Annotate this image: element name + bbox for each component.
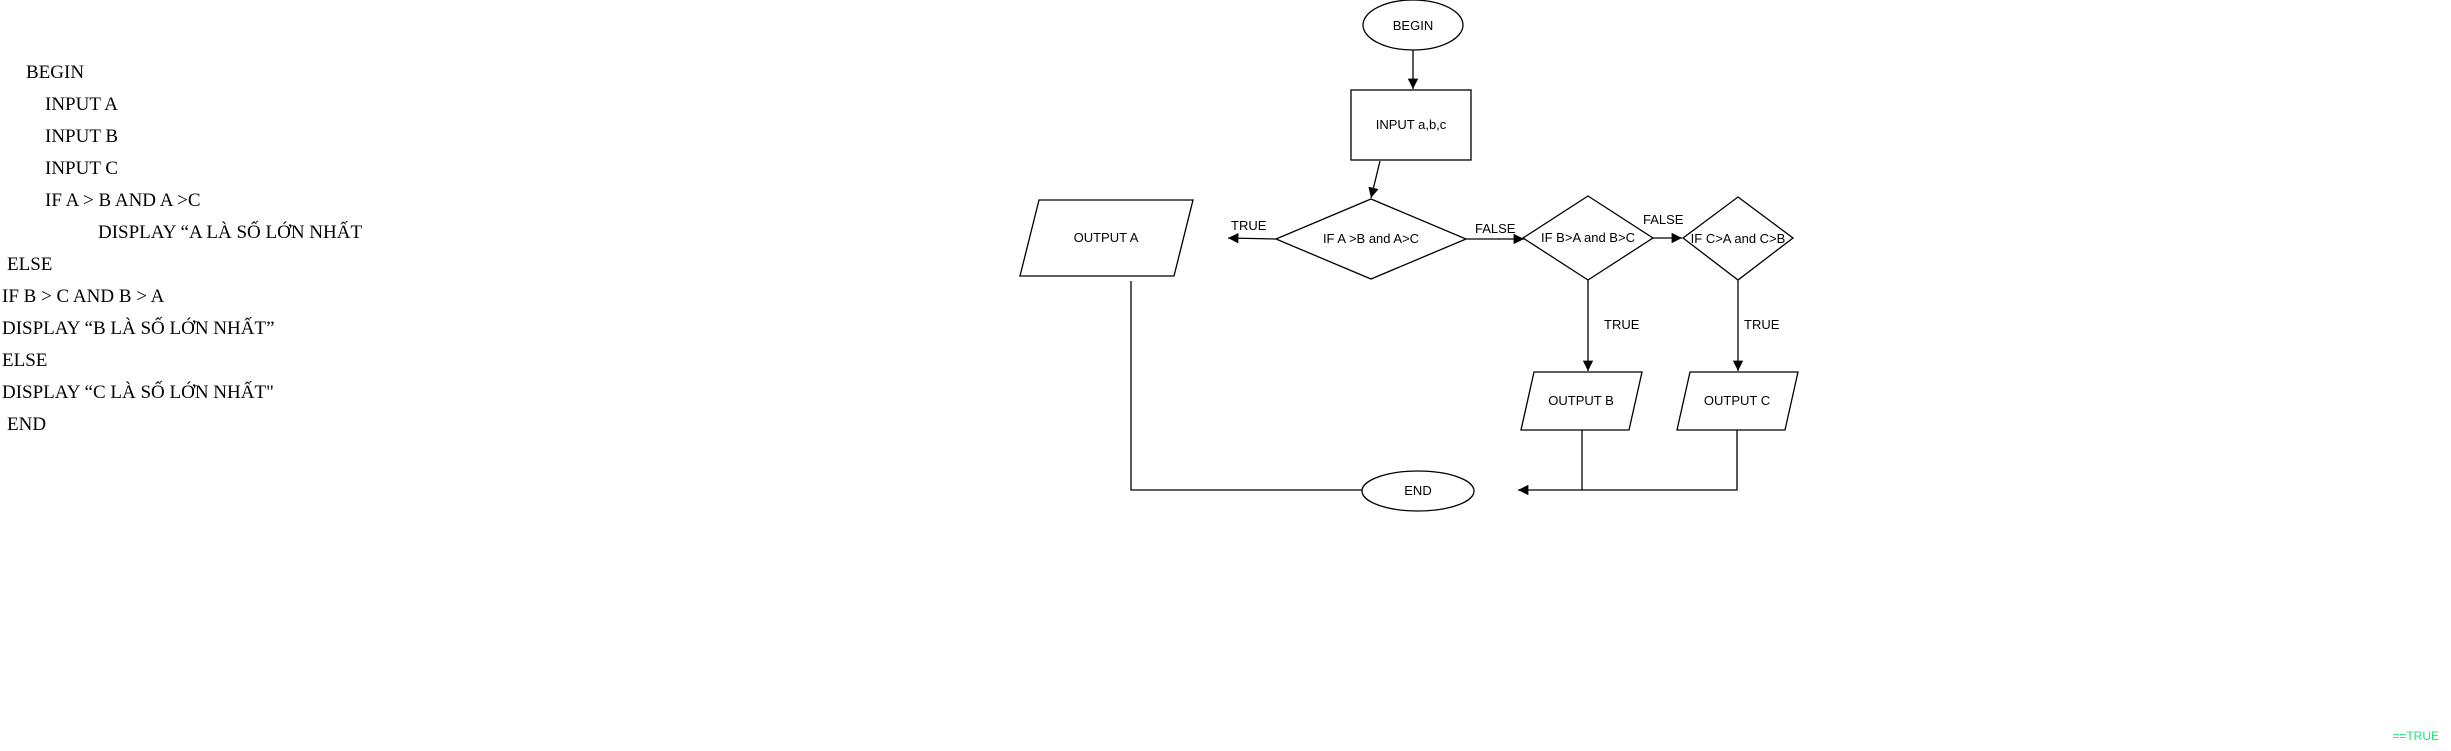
- pseudo-line: DISPLAY “B LÀ SỐ LỚN NHẤT”: [2, 318, 275, 339]
- decision-1-label: IF A >B and A>C: [1323, 231, 1419, 246]
- output-b-label: OUTPUT B: [1548, 393, 1614, 408]
- pseudo-line: DISPLAY “A LÀ SỐ LỚN NHẤT: [98, 222, 363, 243]
- output-c-parallelogram: [1676, 371, 1799, 431]
- pseudo-line: DISPLAY “C LÀ SỐ LỚN NHẤT": [2, 382, 274, 403]
- pseudo-line: INPUT A: [45, 94, 119, 115]
- begin-label: BEGIN: [1393, 18, 1433, 33]
- pseudo-line: ELSE: [7, 254, 53, 275]
- pseudo-line: END: [7, 414, 47, 435]
- end-label: END: [1404, 483, 1431, 498]
- decision-3-diamond: [1681, 196, 1795, 281]
- output-c-label: OUTPUT C: [1704, 393, 1770, 408]
- decision-1-diamond: [1274, 198, 1468, 280]
- output-a-label: OUTPUT A: [1074, 230, 1139, 245]
- output-b-parallelogram: [1520, 371, 1643, 431]
- input-process-box: [1350, 89, 1472, 161]
- corner-status-text: ==TRUE: [2392, 729, 2439, 743]
- edge-label-true-1: TRUE: [1231, 218, 1267, 233]
- pseudo-line: INPUT C: [45, 158, 119, 179]
- edge-label-true-3: TRUE: [1744, 317, 1780, 332]
- connector-output-c-end: [1518, 430, 1738, 496]
- end-terminal: [1361, 470, 1475, 512]
- decision-3-label: IF C>A and C>B: [1691, 231, 1786, 246]
- edge-label-false-1: FALSE: [1475, 221, 1516, 236]
- pseudo-line: ELSE: [2, 350, 48, 371]
- output-a-parallelogram: [1019, 199, 1194, 277]
- connector-decision1-output-a: [1227, 233, 1277, 244]
- input-label: INPUT a,b,c: [1376, 117, 1447, 132]
- pseudocode-panel: BEGIN INPUT A INPUT B INPUT C IF A > B A…: [0, 0, 600, 480]
- connector-input-decision1: [1368, 160, 1381, 199]
- decision-2-diamond: [1521, 195, 1655, 281]
- decision-2-label: IF B>A and B>C: [1541, 230, 1635, 245]
- edge-label-true-2: TRUE: [1604, 317, 1640, 332]
- edge-label-false-2: FALSE: [1643, 212, 1684, 227]
- connector-output-a-end: [1130, 281, 1395, 496]
- begin-terminal: [1362, 0, 1464, 51]
- pseudo-line: INPUT B: [45, 126, 119, 147]
- pseudo-line: BEGIN: [26, 62, 85, 83]
- pseudo-line: IF B > C AND B > A: [2, 286, 165, 307]
- pseudo-line: IF A > B AND A >C: [45, 190, 201, 211]
